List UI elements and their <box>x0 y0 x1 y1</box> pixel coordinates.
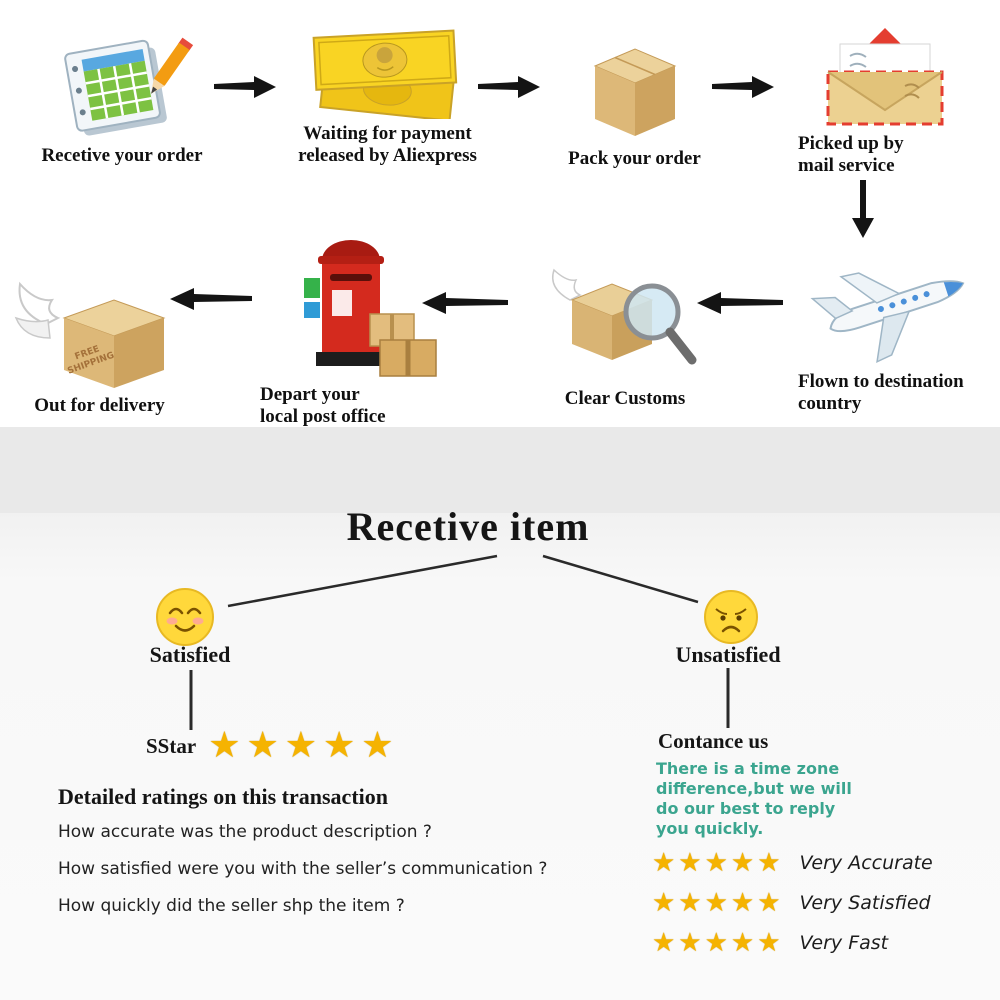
customs-inspection-icon <box>552 268 697 365</box>
arrow-left-icon <box>170 288 252 310</box>
rating-row-fast: ★★★★★ Very Fast <box>652 923 933 963</box>
step-receive-order: Recetive your order <box>22 28 222 167</box>
five-star-icons: ★★★★★ <box>652 848 784 878</box>
money-icon <box>312 29 457 119</box>
step-clear-customs: Clear Customs <box>540 260 710 410</box>
step-label: Out for delivery <box>34 395 165 416</box>
airplane-icon <box>809 272 964 364</box>
unsatisfied-label: Unsatisfied <box>675 642 781 667</box>
rating-label: Very Fast <box>799 932 889 954</box>
satisfied-emoji-icon <box>156 588 214 646</box>
step-waiting-payment: Waiting for payment released by Aliexpre… <box>280 24 495 167</box>
order-notepad-icon <box>64 37 194 136</box>
winged-box-icon: FREE SHIPPING <box>14 281 166 388</box>
question-communication: How satisfied were you with the seller’s… <box>58 859 548 879</box>
box-icon <box>593 48 676 136</box>
step-label: Picked up by mail service <box>798 133 904 177</box>
step-label: Recetive your order <box>41 145 203 166</box>
question-shipping-speed: How quickly did the seller shp the item … <box>58 896 405 916</box>
five-star-icons: ★★★★★ <box>652 928 784 958</box>
arrow-left-icon <box>422 292 508 314</box>
step-depart-post-office: Depart your local post office <box>252 232 437 428</box>
receive-item-title: Recetive item <box>346 504 590 549</box>
envelope-icon <box>826 28 944 126</box>
question-accuracy: How accurate was the product description… <box>58 822 432 842</box>
step-label: Flown to destination country <box>798 371 964 415</box>
satisfied-label: Satisfied <box>149 642 231 667</box>
step-pack-order: Pack your order <box>552 36 717 170</box>
sstar-label: SStar <box>146 733 197 758</box>
step-out-for-delivery: FREE SHIPPING Out for delivery <box>12 276 187 417</box>
timezone-note: There is a time zone difference,but we w… <box>656 759 852 838</box>
five-star-icons: ★★★★★ <box>208 725 400 766</box>
step-label: Clear Customs <box>564 388 686 409</box>
background-lower <box>0 513 1000 1000</box>
rating-row-accurate: ★★★★★ Very Accurate <box>652 843 933 883</box>
arrow-right-icon <box>478 76 540 98</box>
unsatisfied-emoji-icon <box>704 590 758 644</box>
rating-row-satisfied: ★★★★★ Very Satisfied <box>652 883 933 923</box>
five-star-icons: ★★★★★ <box>652 888 784 918</box>
arrow-down-icon <box>852 180 874 238</box>
rating-questions: How accurate was the product description… <box>58 822 547 933</box>
step-label: Waiting for payment released by Aliexpre… <box>298 123 477 167</box>
rating-label: Very Satisfied <box>799 892 931 914</box>
step-flown-destination: Flown to destination country <box>790 242 995 415</box>
arrow-right-icon <box>712 76 774 98</box>
step-picked-up: Picked up by mail service <box>790 26 980 177</box>
five-star-row: SStar ★★★★★ <box>146 728 400 764</box>
arrow-right-icon <box>214 76 276 98</box>
detailed-ratings-heading: Detailed ratings on this transaction <box>58 784 388 809</box>
rating-label: Very Accurate <box>799 852 933 874</box>
background-strip <box>0 427 1000 513</box>
postbox-icon <box>304 240 437 377</box>
contact-us-heading: Contance us <box>658 729 769 753</box>
step-label: Pack your order <box>568 148 701 169</box>
step-label: Depart your local post office <box>260 384 386 428</box>
rating-summary-rows: ★★★★★ Very Accurate ★★★★★ Very Satisfied… <box>652 843 933 963</box>
arrow-left-icon <box>697 292 783 314</box>
